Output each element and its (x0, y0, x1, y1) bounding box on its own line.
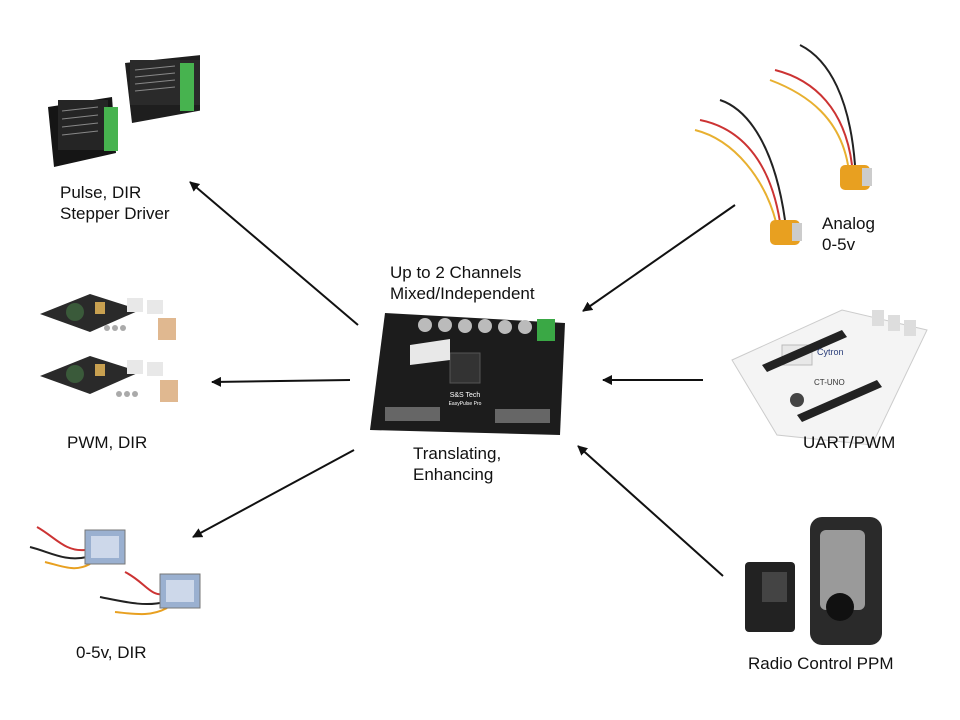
board-brand-text: S&S Tech (450, 392, 481, 399)
arrow-to-analog-driver (193, 450, 354, 537)
board-model-text: EasyPulse Pro (449, 401, 482, 407)
pot-top (770, 45, 872, 190)
arduino-model-text: CT-UNO (814, 378, 845, 387)
uart-pwm-label: UART/PWM (803, 432, 895, 453)
rc-transmitter-unit (810, 517, 882, 645)
pwm-board-bottom (40, 356, 178, 402)
pwm-dir-label: PWM, DIR (67, 432, 147, 453)
arrow-to-stepper (190, 182, 358, 325)
rc-ppm-label: Radio Control PPM (748, 653, 894, 674)
stepper-driver-front (48, 97, 118, 167)
analog-driver-label: 0-5v, DIR (76, 642, 147, 663)
stepper-driver-image (40, 45, 200, 175)
arduino-brand-text: Cytron (817, 347, 844, 357)
analog-module-top (30, 527, 125, 568)
easypulse-board-image: S&S Tech EasyPulse Pro (365, 305, 580, 445)
analog-module-bottom (100, 572, 200, 614)
center-top-label: Up to 2 Channels Mixed/Independent (390, 262, 535, 304)
rc-receiver-image (740, 512, 890, 652)
arduino-board-image: Cytron CT-UNO (722, 305, 937, 450)
arrow-from-rc (578, 446, 723, 576)
analog-driver-module-image (25, 512, 205, 637)
pot-bottom (695, 100, 802, 245)
analog-label: Analog 0-5v (822, 213, 875, 255)
rc-receiver-unit (745, 562, 795, 632)
arrow-to-pwm (212, 380, 350, 382)
stepper-driver-label: Pulse, DIR Stepper Driver (60, 182, 170, 224)
pwm-driver-board-image (35, 272, 205, 417)
center-bottom-label: Translating, Enhancing (413, 443, 501, 485)
pwm-board-top (40, 294, 176, 340)
stepper-driver-back (125, 53, 200, 123)
